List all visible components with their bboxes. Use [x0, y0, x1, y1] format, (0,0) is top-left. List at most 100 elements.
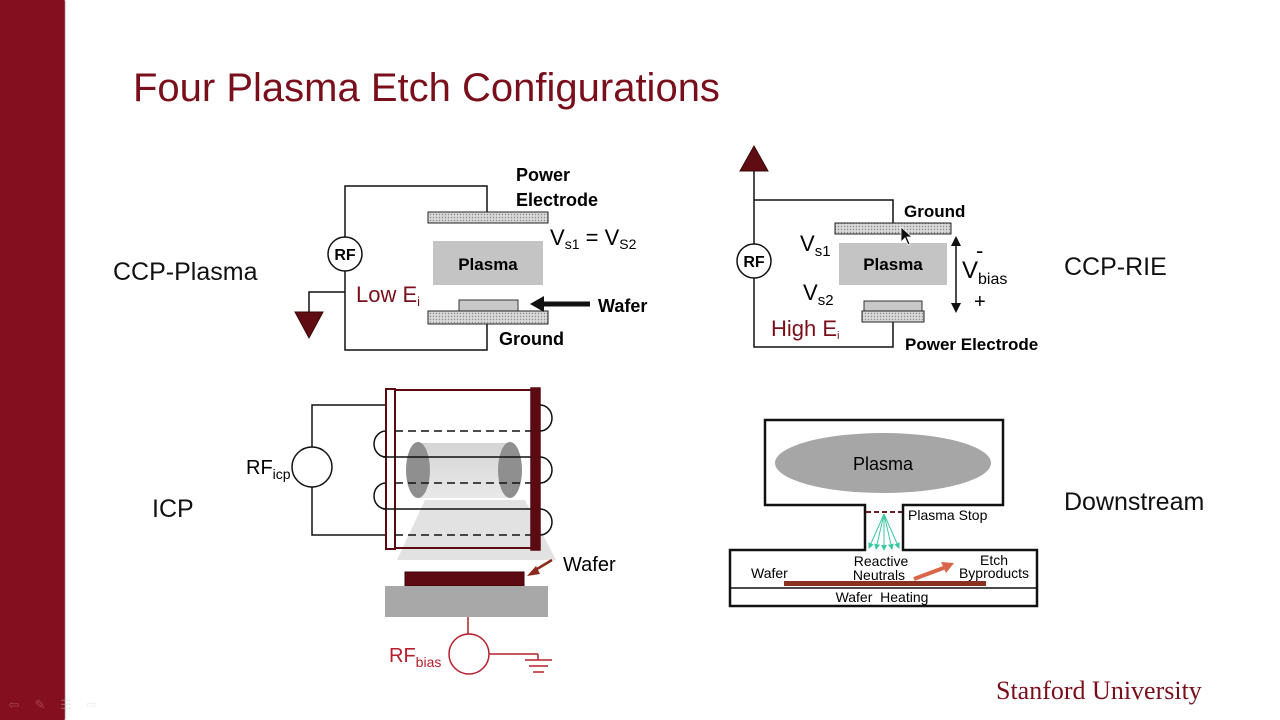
ccp-plasma-label: CCP-Plasma	[113, 258, 258, 286]
plasma-label: Plasma	[458, 255, 518, 274]
power-electrode-label-line1: Power	[516, 165, 570, 185]
ground-electrode-plate	[834, 222, 952, 235]
plasma-region	[839, 243, 947, 285]
menu-icon[interactable]: ☰	[60, 697, 72, 712]
wafer-chuck	[385, 586, 548, 617]
rf-label: RF	[743, 254, 765, 271]
plasma-label: Plasma	[863, 255, 923, 274]
ground-electrode-plate	[427, 310, 549, 325]
rf-label: RF	[334, 247, 356, 264]
wafer	[458, 299, 519, 312]
mouse-cursor-icon	[900, 226, 914, 246]
power-electrode-plate	[427, 211, 549, 224]
plus-sign: +	[974, 291, 986, 313]
ion-beam-region	[397, 500, 556, 560]
vs2-symbol: V	[605, 225, 620, 250]
power-electrode-plate	[861, 310, 925, 323]
ccp-plasma-diagram: RF Plasma Power Electrode Vs1 = VS2 Low …	[294, 165, 647, 351]
downstream-label: Downstream	[1064, 488, 1205, 516]
reactive-neutrals-arrows	[868, 513, 900, 551]
vbias-label: Vbias	[962, 257, 1007, 288]
rf-bias-subscript: bias	[416, 654, 442, 670]
vs1-label: Vs1	[800, 231, 831, 260]
slide-title: Four Plasma Etch Configurations	[133, 66, 720, 110]
vs1-subscript: s1	[565, 236, 580, 252]
ccp-rie-wire-top	[754, 199, 894, 223]
minus-sign: -	[976, 238, 983, 263]
rf-icp-wire-bottom	[311, 485, 386, 536]
icp-wafer	[404, 571, 525, 587]
etch-byproducts-label-line2: Byproducts	[959, 565, 1029, 581]
plasma-label: Plasma	[853, 454, 914, 474]
vs1-symbol: V	[550, 225, 565, 250]
power-electrode-label-line2: Electrode	[516, 190, 598, 210]
equals-sign: =	[579, 225, 604, 250]
icp-label: ICP	[152, 495, 194, 523]
plasma-stop-label: Plasma Stop	[908, 507, 988, 523]
plasma-region	[775, 433, 991, 493]
byproduct-arrow-line	[913, 565, 947, 581]
rf-icp-source-icon	[291, 446, 333, 488]
slide-nav-controls: ⇦ ✎ ☰ ⇨	[6, 698, 100, 712]
vs2-subscript: s2	[818, 292, 834, 309]
cylinder-end-left	[406, 442, 430, 498]
rf-icp-label: RFicp	[246, 457, 291, 482]
rf-bias-source-icon	[448, 633, 490, 675]
ccp-rie-label: CCP-RIE	[1064, 253, 1167, 281]
vbias-arrow-down-icon	[951, 303, 961, 313]
ccp-rie-wire-bottom	[753, 278, 894, 348]
high-ion-energy-label: High Ei	[771, 316, 840, 342]
icp-diagram: RFicp Wafer	[246, 387, 616, 675]
ground-symbol-icon	[525, 654, 552, 673]
icp-wafer-label: Wafer	[563, 554, 616, 576]
sheath-voltage-equation: Vs1 = VS2	[550, 225, 637, 252]
vs2-symbol: V	[803, 280, 818, 305]
energy-subscript: i	[417, 294, 420, 309]
plasma-region	[433, 241, 543, 285]
energy-subscript: i	[837, 330, 839, 342]
ground-label: Ground	[499, 329, 564, 349]
energy-symbol: Low E	[356, 282, 417, 307]
downstream-wafer	[784, 581, 986, 586]
wafer-arrow-icon	[527, 566, 540, 576]
ground-label: Ground	[904, 202, 965, 221]
cylinder-end-right	[498, 442, 522, 498]
rf-symbol: RF	[389, 645, 416, 667]
vs2-label: Vs2	[803, 280, 834, 309]
reactive-neutrals-label-line2: Neutrals	[853, 567, 905, 583]
chamber-wall-left	[385, 388, 396, 550]
wafer-arrow-icon	[530, 296, 544, 312]
rf-icp-wire-top	[311, 404, 386, 450]
rf-bias-label: RFbias	[389, 645, 441, 670]
etch-byproducts-label-line1: Etch	[980, 552, 1008, 568]
rf-source-icon	[736, 243, 772, 279]
chamber-wall-right	[530, 387, 541, 551]
pen-icon[interactable]: ✎	[34, 697, 46, 712]
energy-symbol: High E	[771, 316, 837, 341]
power-electrode-label: Power Electrode	[905, 335, 1038, 354]
rf-source-icon	[327, 236, 363, 272]
ccp-rie-diagram: RF Plasma Ground Vs1 Vs2 Vbias - + High …	[736, 144, 1038, 354]
slide-sidebar: ⇦ ✎ ☰ ⇨	[0, 0, 97, 720]
vbias-arrow-up-icon	[951, 236, 961, 246]
wafer-heating-label: Wafer Heating	[836, 589, 929, 605]
forward-arrow-icon[interactable]: ⇨	[86, 697, 98, 712]
byproduct-arrow-icon	[941, 562, 954, 573]
vs2-subscript: S2	[619, 236, 636, 252]
rf-icp-subscript: icp	[273, 466, 291, 482]
induction-coils	[373, 404, 553, 536]
vbias-subscript: bias	[978, 271, 1007, 288]
stanford-logo: Stanford University	[996, 676, 1202, 705]
vs1-subscript: s1	[815, 243, 831, 260]
reactive-neutrals-label-line1: Reactive	[854, 553, 909, 569]
wafer-label: Wafer	[598, 296, 647, 316]
ground-triangle-icon	[739, 144, 769, 172]
vbias-symbol: V	[962, 257, 978, 284]
back-arrow-icon[interactable]: ⇦	[8, 697, 20, 712]
ccp-plasma-wire-bottom	[344, 271, 488, 351]
downstream-diagram: Plasma Plasma Stop Wafer Reactive Neutra…	[728, 418, 1039, 608]
wafer	[863, 300, 923, 312]
ground-triangle-icon	[294, 311, 324, 340]
plasma-cylinder	[418, 443, 510, 498]
